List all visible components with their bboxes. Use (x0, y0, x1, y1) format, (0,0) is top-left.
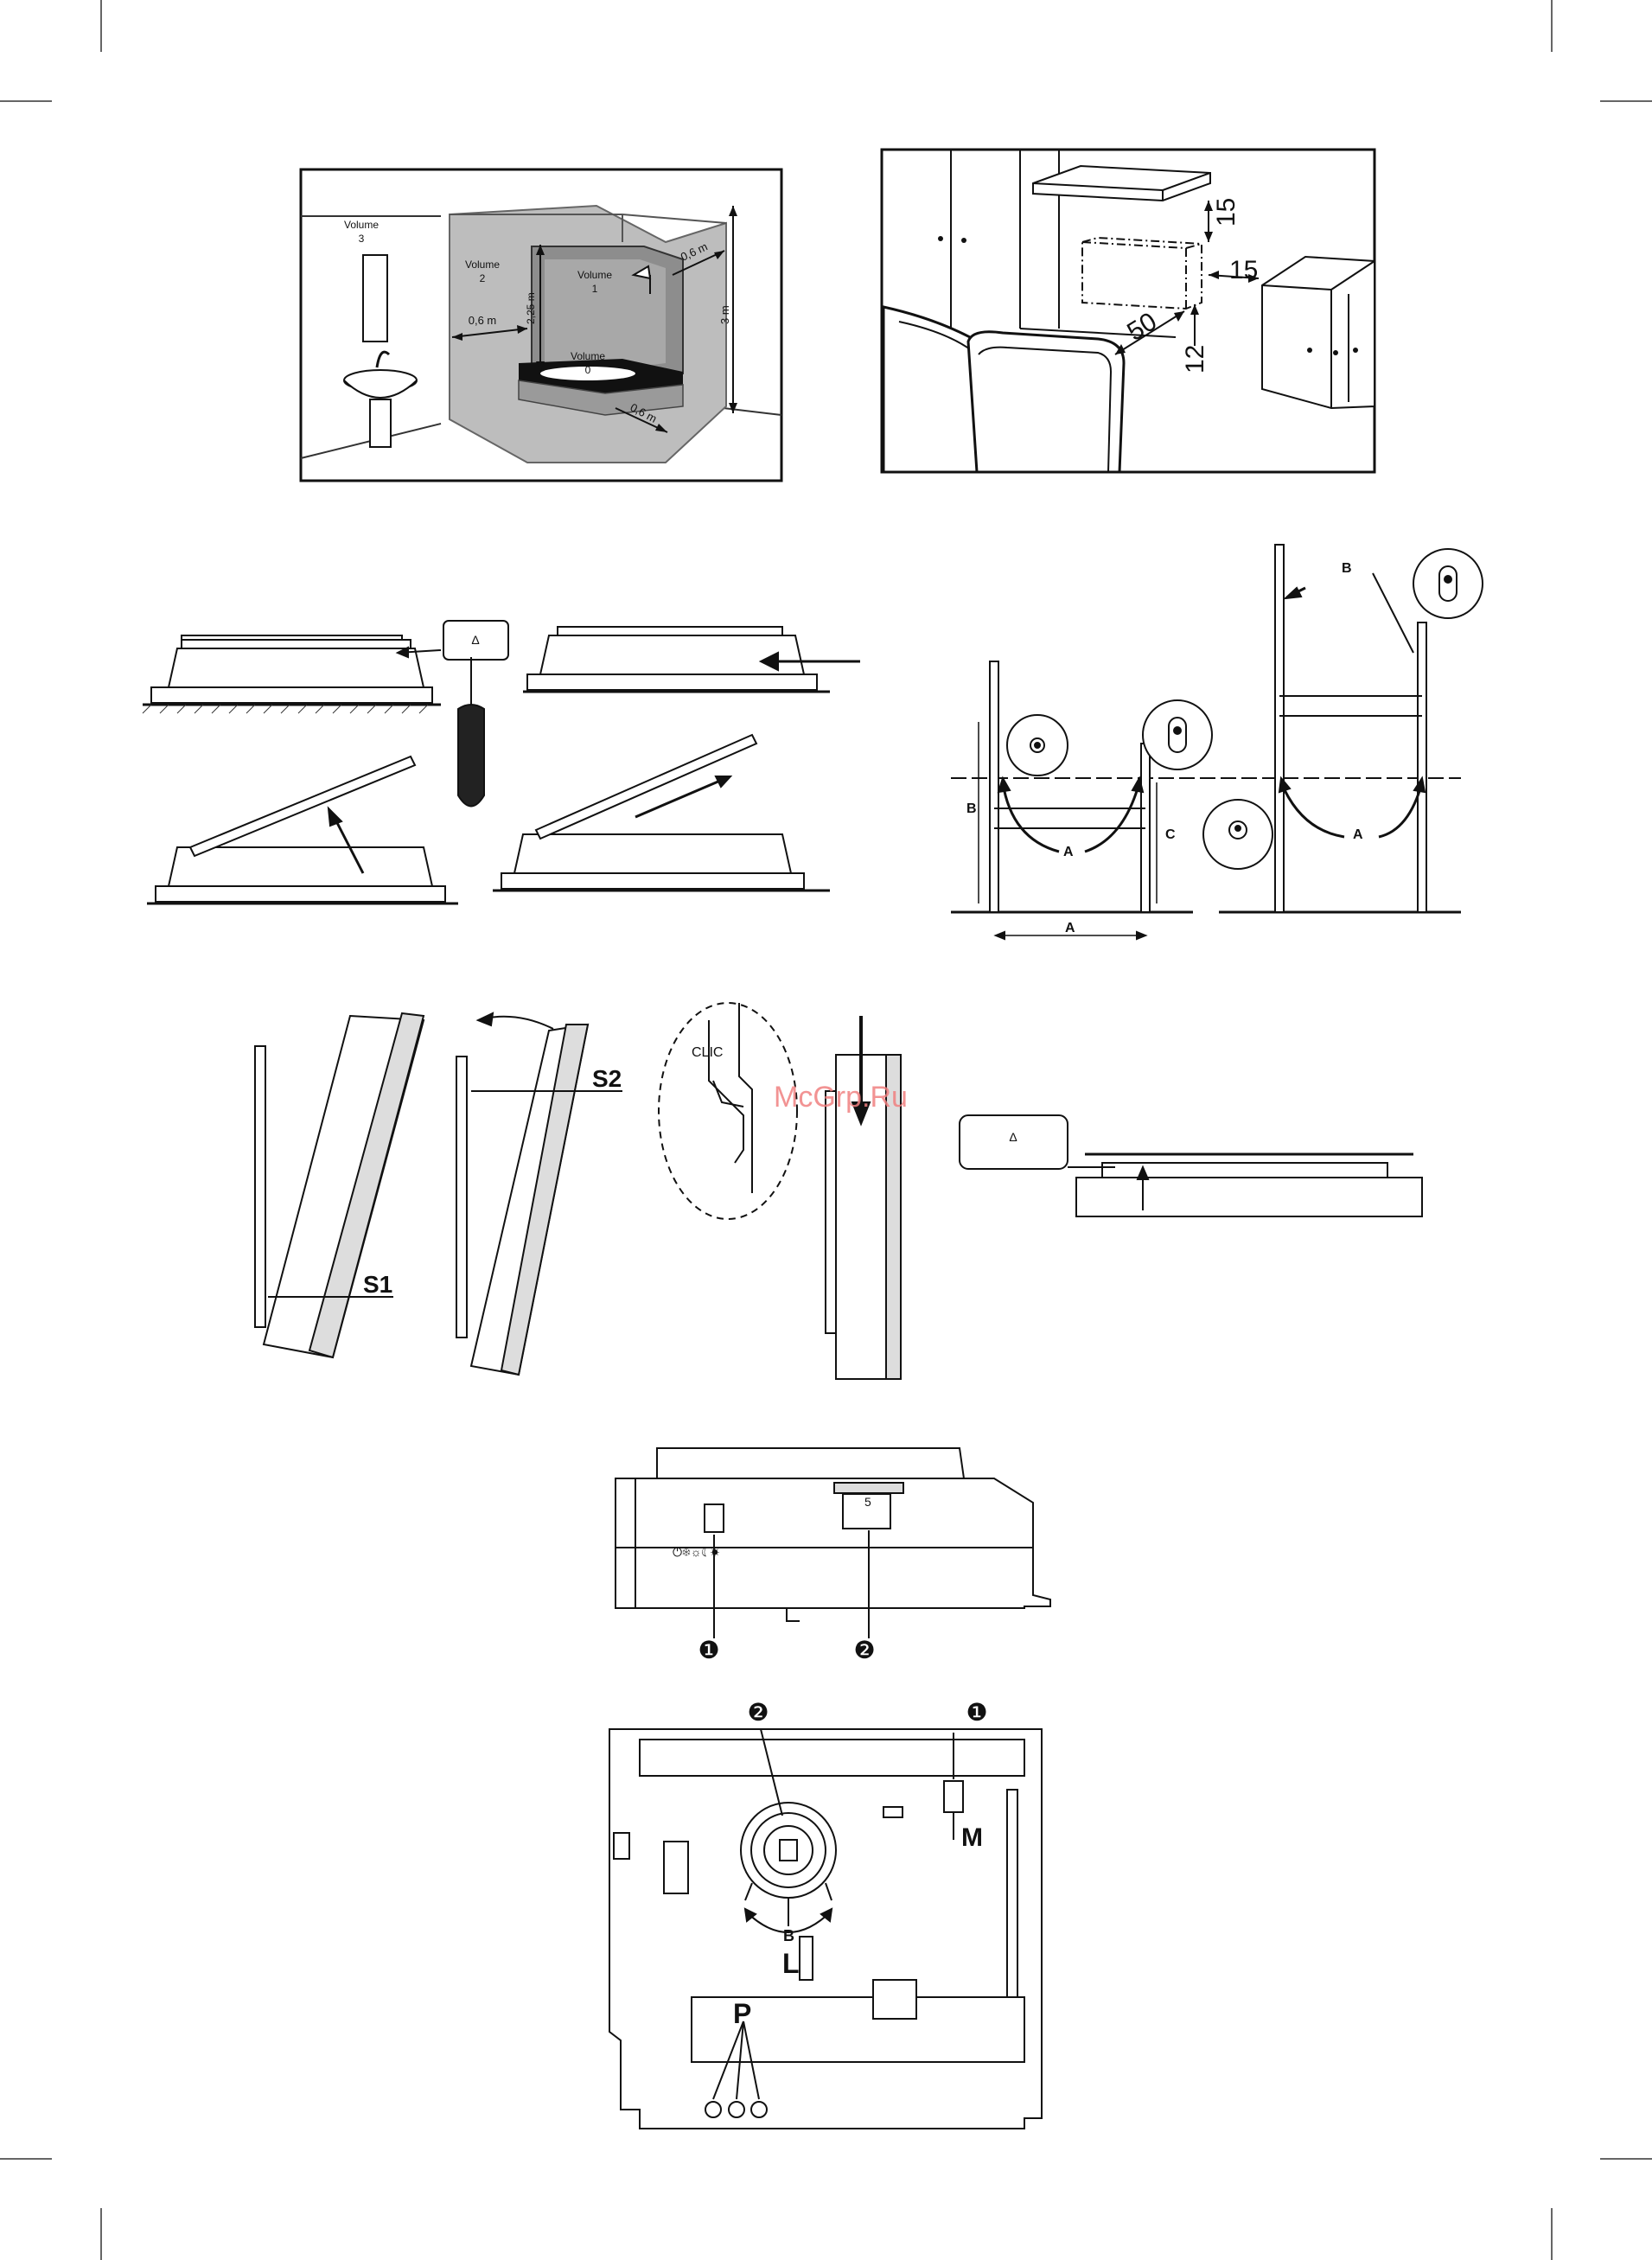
internal-label-l: L (782, 1948, 800, 1979)
mounting-label-a-right: A (1353, 827, 1363, 842)
hanging-s1: S1 (363, 1271, 392, 1298)
clearance-diagram: 15 15 50 12 (882, 150, 1375, 472)
hanging-sequence-diagram: Δ S1 S2 CLIC (255, 1003, 1422, 1379)
clearance-side: 15 (1229, 256, 1258, 284)
clearance-bottom: 12 (1181, 345, 1209, 373)
mounting-label-c: C (1165, 827, 1176, 842)
clearance-top: 15 (1212, 198, 1241, 227)
control-dial-number: 5 (864, 1495, 871, 1509)
dim-06-left: 0,6 m (469, 314, 497, 327)
mounting-label-b-left: B (966, 801, 977, 816)
control-marker-2: ❷ (853, 1637, 875, 1663)
dim-3m: 3 m (718, 305, 731, 324)
internal-marker-2: ❷ (747, 1699, 769, 1726)
control-mode-symbols: ⏻❄☼☾☀ (673, 1545, 720, 1559)
volume3-title: Volume (344, 219, 379, 231)
dim-225: 2,25 m (525, 292, 537, 324)
volume2-title: Volume (465, 259, 500, 271)
mounting-label-a-arrow: A (1063, 845, 1074, 859)
svg-text:Δ: Δ (1009, 1130, 1017, 1144)
bracket-removal-diagram: Δ (143, 621, 860, 903)
watermark-text: McGrp.Ru (774, 1081, 908, 1114)
volume1-number: 1 (592, 283, 598, 295)
control-marker-1: ❶ (698, 1637, 719, 1663)
internal-label-b: B (783, 1927, 794, 1944)
mounting-label-a-dim: A (1065, 921, 1075, 935)
wall-mounting-diagram: B A A C B A (951, 545, 1483, 939)
internal-label-m: M (961, 1823, 983, 1852)
volume1-title: Volume (577, 269, 612, 281)
svg-text:Δ: Δ (471, 633, 479, 647)
volume2-number: 2 (480, 272, 486, 284)
mounting-label-b-right: B (1342, 561, 1352, 576)
internal-label-p: P (733, 1998, 751, 2029)
volume3-number: 3 (359, 233, 365, 245)
internal-view-diagram: ❷ ❶ M B L P (609, 1699, 1042, 2129)
volume0-title: Volume (571, 350, 605, 362)
volume0-number: 0 (585, 364, 591, 376)
internal-marker-1: ❶ (966, 1699, 987, 1726)
control-panel-diagram: 5 ⏻❄☼☾☀ ❶ ❷ (616, 1448, 1050, 1663)
hanging-s2: S2 (592, 1065, 622, 1092)
bathroom-volumes-diagram: Volume 3 Volume 2 Volume 1 Volume 0 0,6 … (301, 0, 781, 481)
hanging-clic: CLIC (692, 1045, 723, 1060)
